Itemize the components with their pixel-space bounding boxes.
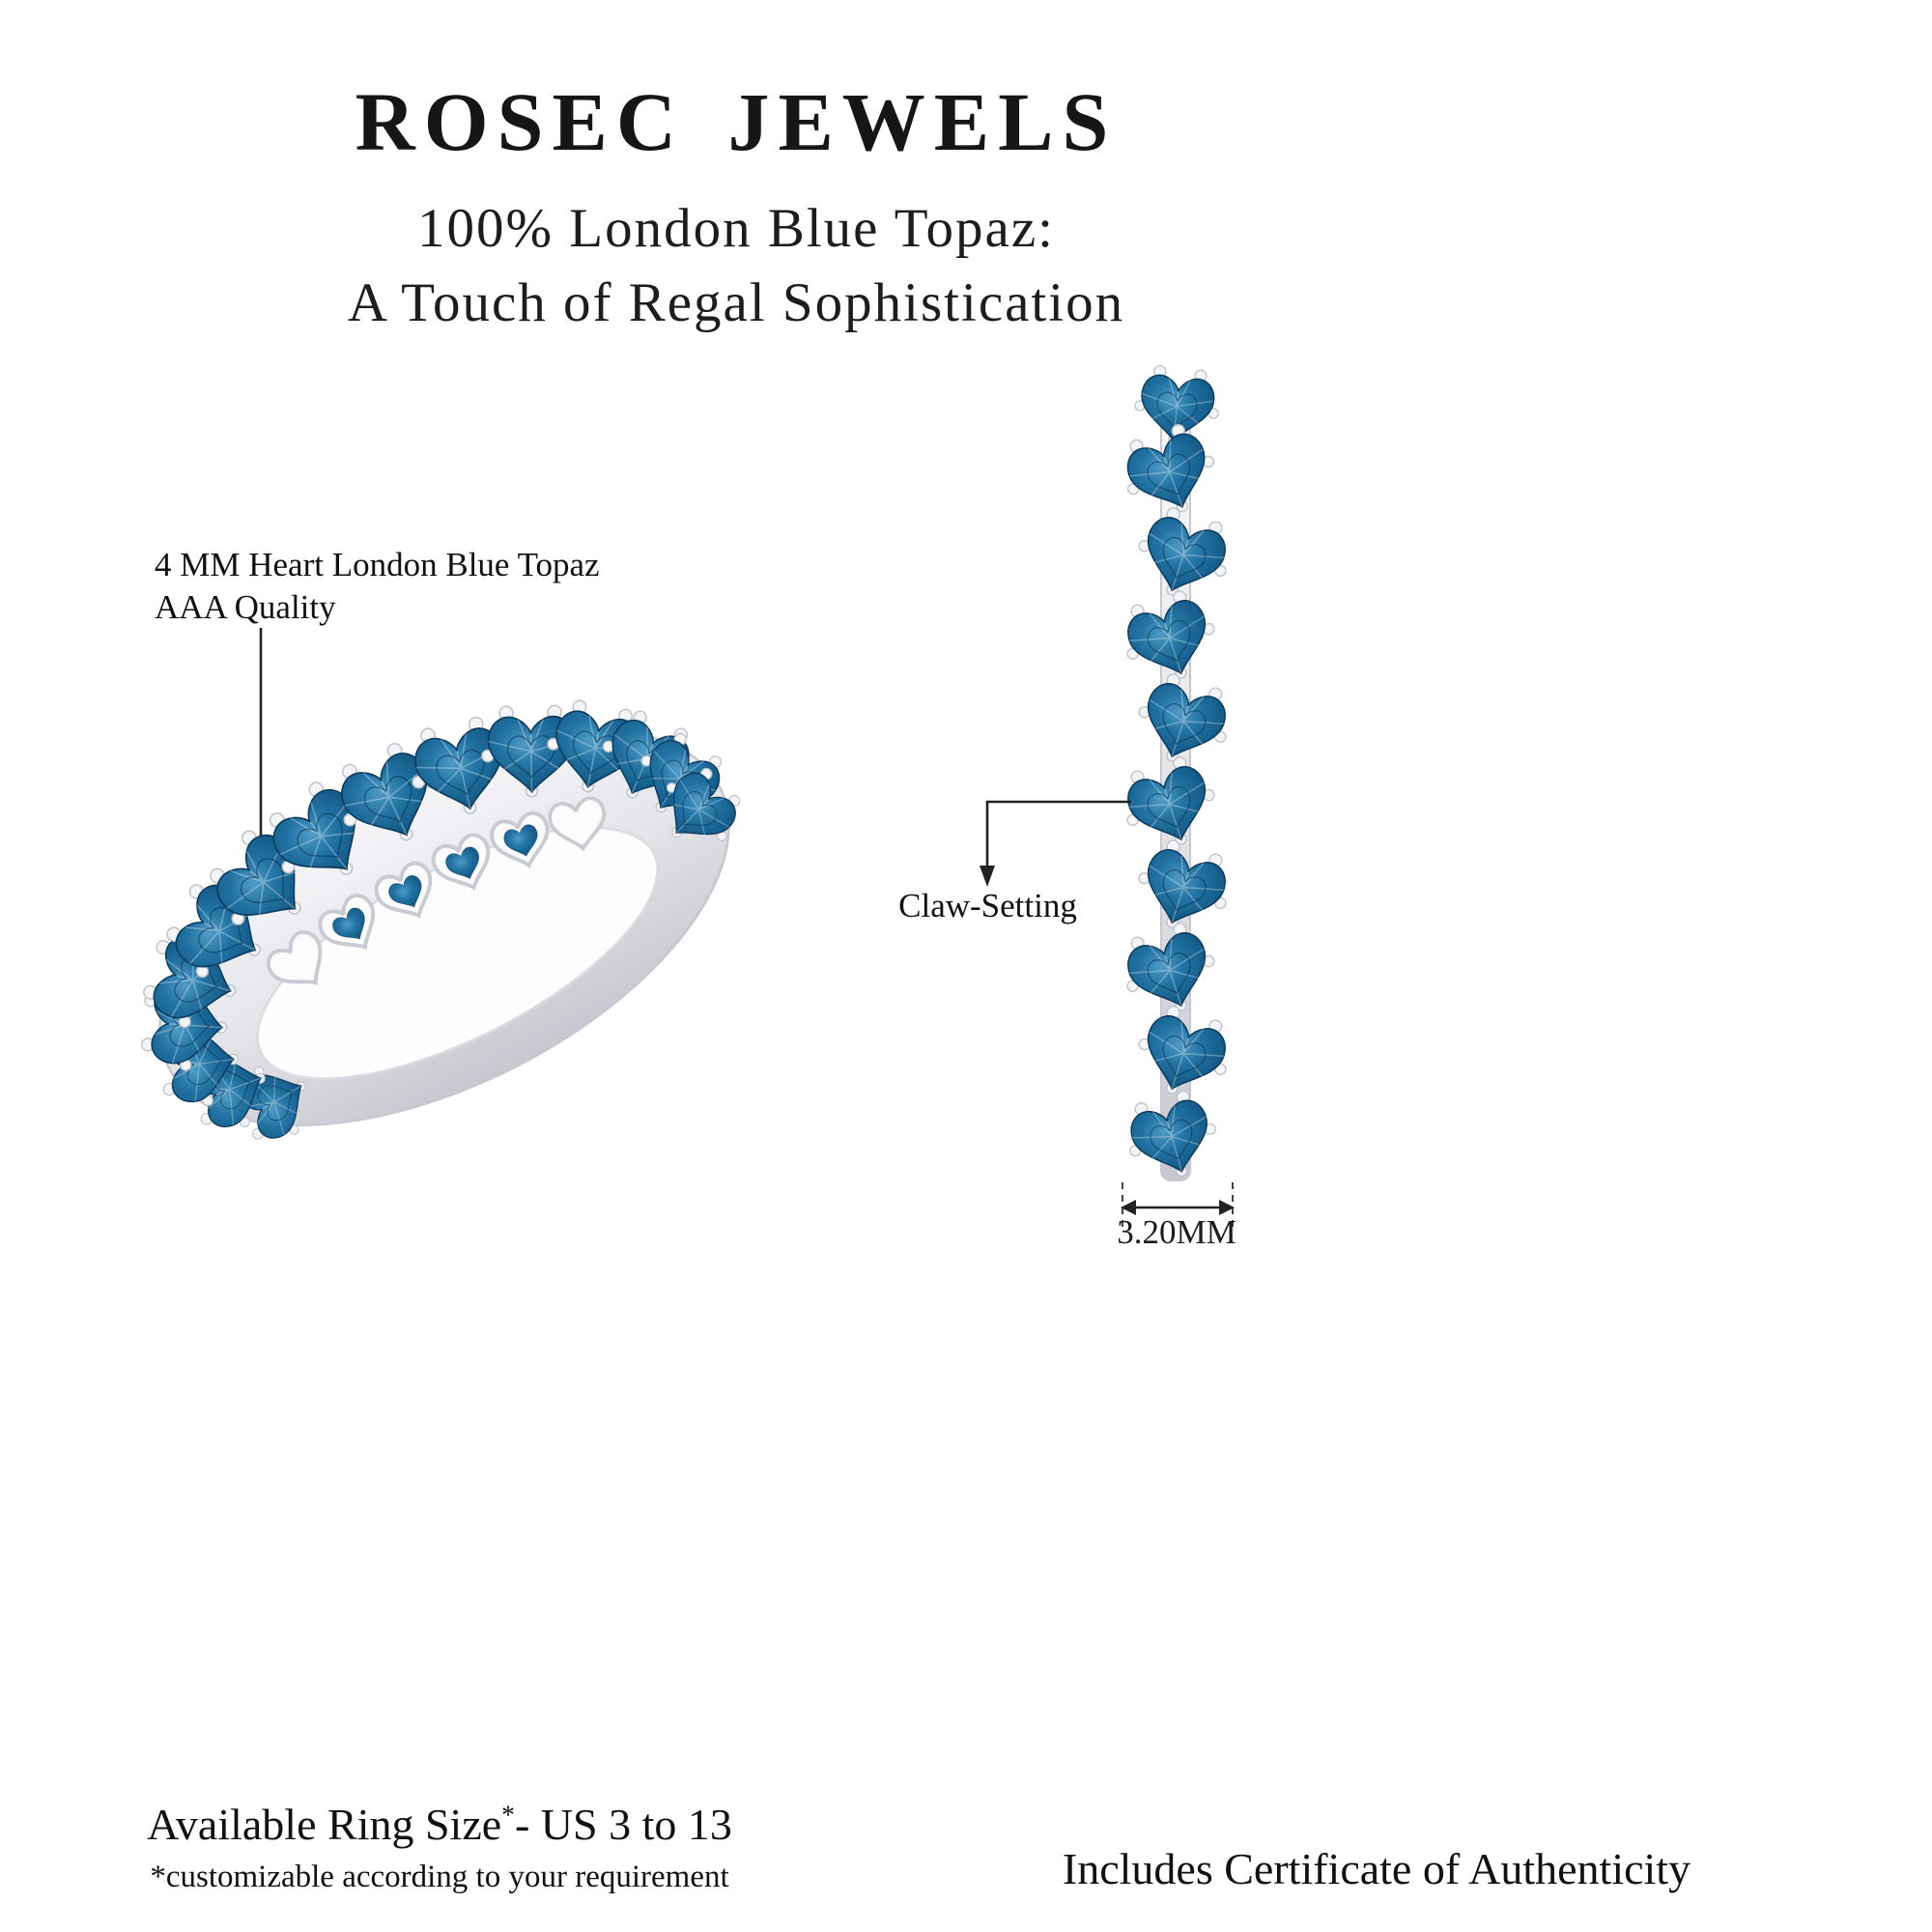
ring-perspective-image bbox=[58, 628, 831, 1227]
ring-size-value: - US 3 to 13 bbox=[514, 1800, 732, 1849]
claw-setting-arrow bbox=[980, 800, 1131, 887]
ring-size-text: Available Ring Size*- US 3 to 13 bbox=[106, 1799, 773, 1850]
band-width-label: 3.20MM bbox=[1117, 1213, 1236, 1251]
claw-setting-label: Claw-Setting bbox=[898, 887, 1077, 924]
footer-left-block: Available Ring Size*- US 3 to 13 *custom… bbox=[106, 1799, 773, 1895]
brand-title: ROSEC JEWELS bbox=[355, 75, 1118, 168]
ring-size-label: Available Ring Size bbox=[147, 1800, 502, 1849]
width-measurement-arrow bbox=[1121, 1182, 1235, 1229]
certificate-text: Includes Certificate of Authenticity bbox=[1062, 1844, 1691, 1893]
headline-line-2: A Touch of Regal Sophistication bbox=[347, 272, 1125, 333]
stone-annotation: 4 MM Heart London Blue Topaz AAA Quality bbox=[155, 544, 696, 629]
ring-size-star: * bbox=[501, 1799, 515, 1830]
stone-annotation-line-1: 4 MM Heart London Blue Topaz bbox=[155, 546, 600, 583]
ring-side-image bbox=[1080, 413, 1273, 1229]
stone-annotation-line-2: AAA Quality bbox=[155, 588, 336, 626]
header-block: ROSEC JEWELS 100% London Blue Topaz: A T… bbox=[0, 73, 1472, 340]
customizable-note: *customizable according to your requirem… bbox=[150, 1860, 729, 1894]
headline-line-1: 100% London Blue Topaz: bbox=[417, 198, 1055, 259]
